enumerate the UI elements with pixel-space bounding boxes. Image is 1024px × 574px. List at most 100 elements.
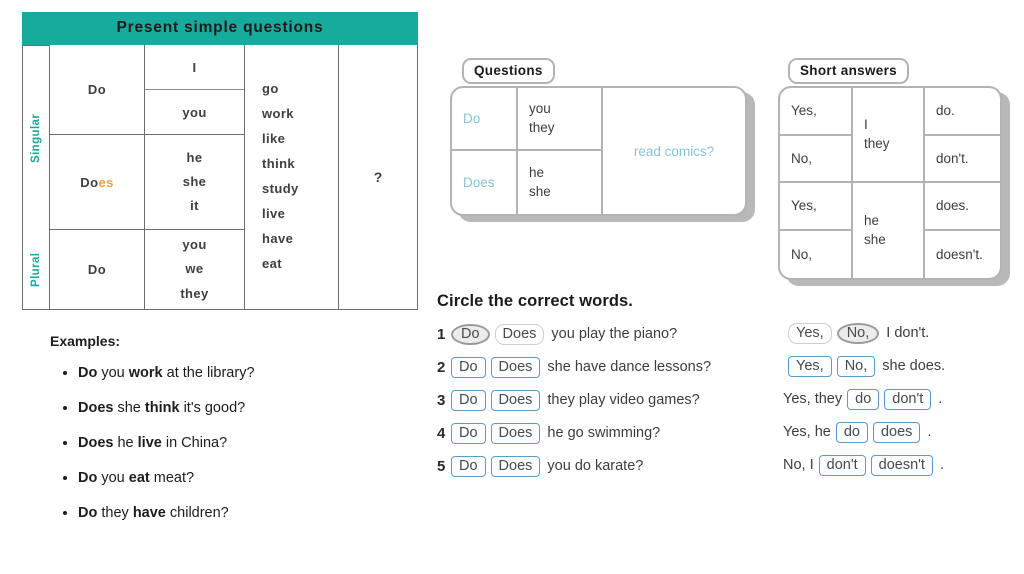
example-item: Does he live in China? xyxy=(78,433,410,454)
example-item: Do you work at the library? xyxy=(78,363,410,384)
short-answers-yesno-column: Yes, No, Yes, No, xyxy=(780,88,853,278)
exercise-option-a[interactable]: Do xyxy=(451,356,486,378)
questions-predicate: read comics? xyxy=(633,143,715,159)
questions-aux-does: Does xyxy=(463,175,495,190)
questions-subject-she: she xyxy=(529,183,551,199)
answer-lead: No, I xyxy=(783,457,814,473)
questions-tab-label: Questions xyxy=(462,58,555,84)
example-mid: she xyxy=(113,400,145,417)
exercise-item-number: 2 xyxy=(437,358,446,376)
answer-tail: . xyxy=(939,457,944,473)
examples-list: Do you work at the library? Does she thi… xyxy=(50,363,410,524)
example-tail: at the library? xyxy=(162,365,255,381)
question-mark-column: ? xyxy=(339,45,417,309)
verb-item: work xyxy=(262,106,294,122)
verb-item: go xyxy=(262,81,279,97)
answer-option-b[interactable]: No, xyxy=(836,355,876,377)
exercise-sentence-tail: he go swimming? xyxy=(547,425,661,441)
exercise-option-a[interactable]: Do xyxy=(451,323,490,345)
answer-row: Yes, they do don't . xyxy=(783,384,1023,414)
short-answers-subject-bottom: he she xyxy=(853,183,923,278)
questions-aux-column: Do Does xyxy=(452,88,518,214)
questions-subject-row2-lines: he she xyxy=(529,164,551,200)
answer-option-b[interactable]: doesn't xyxy=(870,454,933,476)
answer-option-a[interactable]: Yes, xyxy=(788,355,832,377)
verb-item: have xyxy=(262,230,294,246)
short-answers-subject-she: she xyxy=(864,231,886,247)
answer-option-b[interactable]: don't xyxy=(884,388,932,410)
exercise-item-number: 4 xyxy=(437,424,446,442)
exercise-row: 4 Do Does he go swimming? xyxy=(437,418,1017,448)
short-answers-subject-i: I xyxy=(864,117,868,133)
answer-row: Yes, No, I don't. xyxy=(783,318,1023,348)
exercise-option-b[interactable]: Does xyxy=(490,389,541,411)
short-answers-subject-top: I they xyxy=(853,88,923,183)
subject-it: it xyxy=(190,198,199,214)
exercise-row: 3 Do Does they play video games? xyxy=(437,385,1017,415)
answer-lead: Yes, he xyxy=(783,424,831,440)
answer-row: No, I don't doesn't . xyxy=(783,450,1023,480)
answer-lead: Yes, they xyxy=(783,391,843,407)
verb-item: think xyxy=(262,156,296,172)
questions-grid: Do Does you they he she read xyxy=(450,86,747,216)
examples-title: Examples: xyxy=(50,333,121,349)
exercise-option-b[interactable]: Does xyxy=(490,422,541,444)
exercise-option-b[interactable]: Does xyxy=(494,323,545,345)
exercise-row: 1 Do Does you play the piano? xyxy=(437,319,1017,349)
subject-you: you xyxy=(145,90,244,135)
row-label-singular: Singular xyxy=(23,45,49,230)
example-verb: eat xyxy=(128,470,150,487)
answer-tail: . xyxy=(927,424,932,440)
short-answers-subject-bottom-lines: he she xyxy=(864,212,886,248)
short-answers-subject-top-lines: I they xyxy=(864,116,890,152)
exercise-option-a[interactable]: Do xyxy=(451,455,486,477)
verb-item: like xyxy=(262,131,286,147)
short-answers-verb-column: do. don't. does. doesn't. xyxy=(925,88,1000,278)
example-aux: Do xyxy=(78,365,98,381)
questions-subject-he: he xyxy=(529,165,545,181)
answer-option-b[interactable]: No, xyxy=(836,322,880,344)
example-item: Does she think it's good? xyxy=(78,398,410,419)
subject-plural-we: we xyxy=(185,261,204,277)
example-mid: you xyxy=(97,365,129,381)
answer-tail: she does. xyxy=(882,358,946,374)
answer-option-b[interactable]: does xyxy=(872,421,921,443)
aux-does-stem: Do xyxy=(80,174,99,190)
answer-row: Yes, he do does . xyxy=(783,417,1023,447)
example-verb: think xyxy=(144,400,180,417)
example-aux: Does xyxy=(78,435,114,452)
questions-subject-row1-lines: you they xyxy=(529,100,555,136)
subject-plural-you: you xyxy=(182,237,207,253)
answer-option-a[interactable]: do xyxy=(847,388,880,410)
aux-does-suffix: es xyxy=(98,174,114,190)
subject-column: I you he she it you we they xyxy=(145,45,245,309)
verb-column: go work like think study live have eat xyxy=(245,45,339,309)
exercise-sentence-tail: you do karate? xyxy=(547,458,644,474)
exercise-option-b[interactable]: Does xyxy=(490,356,541,378)
exercise-row: 5 Do Does you do karate? xyxy=(437,451,1017,481)
questions-subject-row2: he she xyxy=(518,151,601,214)
answer-option-a[interactable]: don't xyxy=(818,454,866,476)
example-verb: have xyxy=(132,505,166,522)
number-label-column: Singular Plural xyxy=(23,45,50,309)
short-answers-grid: Yes, No, Yes, No, I they he she xyxy=(778,86,1002,280)
example-item: Do they have children? xyxy=(78,503,410,524)
exercise-option-b[interactable]: Does xyxy=(490,455,541,477)
answer-option-a[interactable]: do xyxy=(835,421,868,443)
subject-she: she xyxy=(182,173,207,189)
subject-plural-they: they xyxy=(180,285,209,301)
exercise-sentence-tail: they play video games? xyxy=(547,392,700,408)
example-item: Do you eat meat? xyxy=(78,468,410,489)
answer-option-a[interactable]: Yes, xyxy=(788,322,832,344)
short-answers-tab-label: Short answers xyxy=(788,58,909,84)
questions-subject-you: you xyxy=(529,101,551,117)
subject-plural-group: you we they xyxy=(145,230,244,309)
exercise-option-a[interactable]: Do xyxy=(451,389,486,411)
example-mid: you xyxy=(97,470,129,487)
exercise-option-a[interactable]: Do xyxy=(451,422,486,444)
short-answer-yesno: Yes, xyxy=(780,183,851,231)
questions-subject-column: you they he she xyxy=(518,88,603,214)
